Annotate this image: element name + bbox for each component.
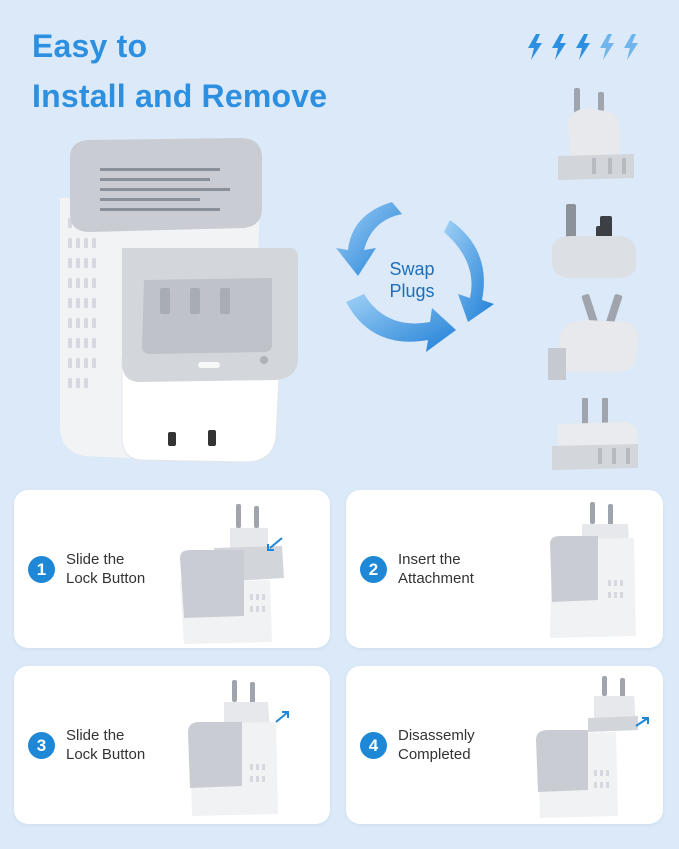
step-text: Disassemly Completed xyxy=(398,727,475,763)
step-number-badge: 1 xyxy=(28,556,55,583)
uk-plug-attachment xyxy=(552,204,636,278)
adapter-slide-lock-illustration xyxy=(180,504,284,644)
step-number-badge: 3 xyxy=(28,732,55,759)
eu-plug-attachment xyxy=(558,88,634,180)
au-plug-attachment xyxy=(548,294,639,380)
step-text: Slide the Lock Button xyxy=(66,551,146,587)
us-plug-attachment xyxy=(552,398,638,470)
step-text: Insert the Attachment xyxy=(398,551,474,587)
step-text: Slide the Lock Button xyxy=(66,727,146,763)
swap-plugs-label: Swap Plugs xyxy=(389,259,435,301)
adapter-disassembled-illustration xyxy=(536,676,649,818)
headline-line-2: Install and Remove xyxy=(32,78,328,114)
adapter-insert-attachment-illustration xyxy=(550,502,636,638)
step-card-1: 1 Slide the Lock Button xyxy=(14,490,330,648)
step-card-3: 3 Slide the Lock Button xyxy=(14,666,330,824)
travel-adapter-image xyxy=(60,138,298,463)
step-number-badge: 2 xyxy=(360,556,387,583)
adapter-slide-lock-back-illustration xyxy=(188,680,289,816)
step-number-badge: 4 xyxy=(360,732,387,759)
headline-line-1: Easy to xyxy=(32,28,148,64)
step-card-2: 2 Insert the Attachment xyxy=(346,490,663,648)
lightning-bolts-icon xyxy=(528,34,638,60)
swap-arrows-icon xyxy=(336,202,494,352)
step-card-4: 4 Disassemly Completed xyxy=(346,666,663,824)
